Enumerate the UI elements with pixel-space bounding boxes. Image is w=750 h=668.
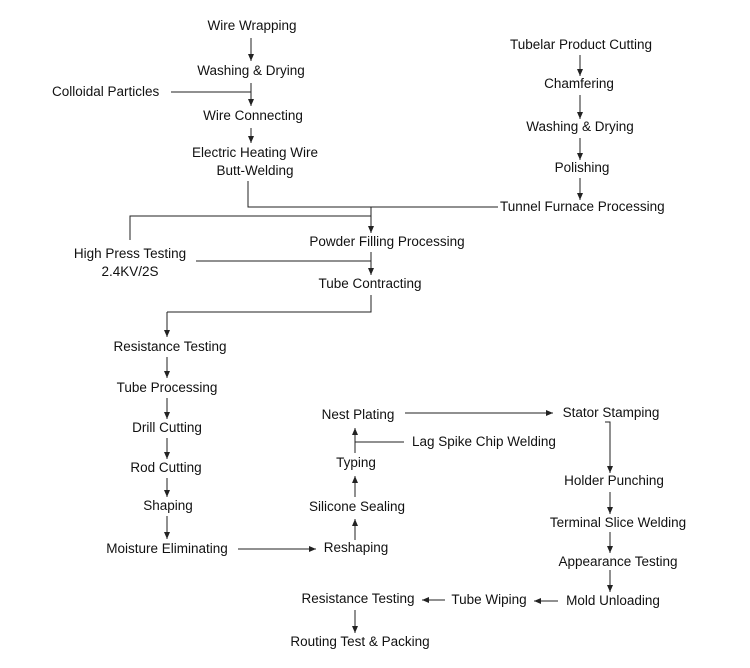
node-mold-unloading: Mold Unloading [566, 593, 660, 608]
node-resistance-testing-final: Resistance Testing [301, 591, 415, 606]
node-high-press-testing-line1: High Press Testing [73, 246, 187, 261]
node-tunnel-furnace-processing: Tunnel Furnace Processing [500, 199, 665, 214]
node-electric-heating-wire-line1: Electric Heating Wire [191, 145, 319, 160]
node-tube-processing: Tube Processing [116, 380, 218, 395]
node-tubelar-product-cutting: Tubelar Product Cutting [509, 37, 653, 52]
node-shaping: Shaping [143, 498, 193, 513]
node-stator-stamping: Stator Stamping [562, 405, 660, 420]
node-high-press-voltage-line2: 2.4KV/2S [101, 264, 159, 279]
node-powder-filling-processing: Powder Filling Processing [309, 234, 465, 249]
node-polishing: Polishing [554, 160, 610, 175]
node-silicone-sealing: Silicone Sealing [308, 499, 406, 514]
node-tube-wiping: Tube Wiping [451, 592, 527, 607]
node-holder-punching: Holder Punching [564, 473, 664, 488]
node-moisture-eliminating: Moisture Eliminating [106, 541, 228, 556]
node-terminal-slice-welding: Terminal Slice Welding [549, 515, 687, 530]
node-butt-welding-line2: Butt-Welding [216, 163, 294, 178]
node-tube-contracting: Tube Contracting [318, 276, 422, 291]
node-washing-drying: Washing & Drying [197, 63, 305, 78]
node-high-press-testing: High Press Testing 2.4KV/2S [74, 245, 186, 281]
node-routing-test-packing: Routing Test & Packing [290, 634, 430, 649]
node-wire-connecting: Wire Connecting [203, 108, 303, 123]
node-washing-drying-2: Washing & Drying [526, 119, 634, 134]
node-electric-heating-wire-butt-welding: Electric Heating Wire Butt-Welding [192, 144, 318, 180]
node-nest-plating: Nest Plating [321, 407, 395, 422]
node-typing: Typing [336, 455, 376, 470]
node-reshaping: Reshaping [323, 540, 389, 555]
node-appearance-testing: Appearance Testing [558, 554, 678, 569]
node-rod-cutting: Rod Cutting [130, 460, 202, 475]
node-colloidal-particles: Colloidal Particles [52, 84, 160, 99]
node-wire-wrapping: Wire Wrapping [207, 18, 297, 33]
node-resistance-testing: Resistance Testing [113, 339, 227, 354]
node-drill-cutting: Drill Cutting [132, 420, 202, 435]
node-chamfering: Chamfering [544, 76, 614, 91]
node-lag-spike-chip-welding: Lag Spike Chip Welding [412, 434, 556, 449]
